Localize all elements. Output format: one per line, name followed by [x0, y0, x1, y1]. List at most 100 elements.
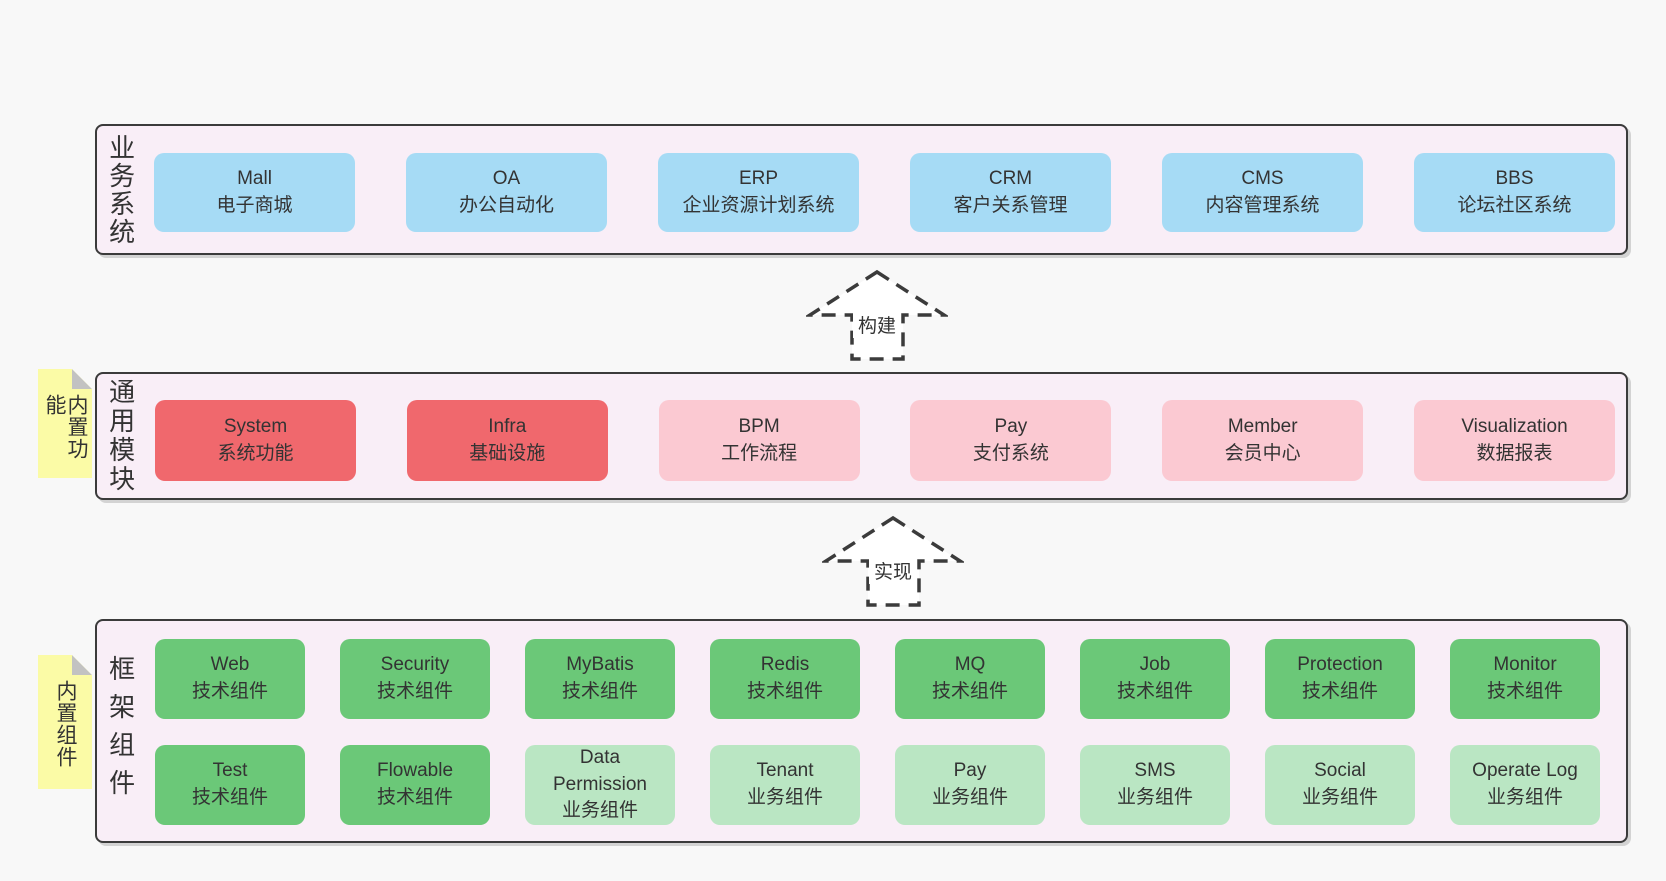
layer-label-business: 业务系统: [105, 133, 136, 246]
box-title: CRM: [988, 167, 1033, 189]
box-title: System: [223, 415, 288, 437]
box-subtitle: 技术组件: [931, 681, 1008, 702]
box-subtitle: 论坛社区系统: [1457, 194, 1572, 216]
box-flowable: Flowable 技术组件: [340, 745, 490, 825]
box-subtitle: 企业资源计划系统: [682, 194, 835, 216]
box-subtitle: 内容管理系统: [1205, 194, 1320, 216]
box-bpm: BPM 工作流程: [658, 400, 860, 481]
box-subtitle: 办公自动化: [458, 194, 554, 216]
box-title: Infra: [488, 415, 527, 437]
box-title: Redis: [760, 654, 810, 676]
folded-corner-icon: [72, 369, 92, 389]
layer-label-modules: 通用模块: [105, 378, 136, 494]
box-social: Social 业务组件: [1265, 745, 1415, 825]
box-subtitle: 系统功能: [217, 442, 294, 464]
box-title: MQ: [954, 654, 986, 676]
box-title: SMS: [1134, 760, 1176, 782]
box-title: Mall: [237, 167, 272, 189]
box-title: MyBatis: [566, 654, 634, 676]
box-bbs: BBS 论坛社区系统: [1414, 153, 1615, 232]
sticky-note-built-in-functions: 内置功能: [38, 369, 92, 478]
arrow-label-build: 构建: [852, 311, 902, 339]
business-systems-layer: 业务系统 Mall 电子商城 OA 办公自动化 ERP 企业资源计划系统 CRM…: [95, 124, 1628, 255]
box-subtitle: 客户关系管理: [953, 194, 1068, 216]
layer-label-components: 框架组件: [105, 655, 136, 807]
box-title: Tenant: [756, 760, 814, 782]
box-subtitle: 业务组件: [746, 787, 823, 808]
box-title: Monitor: [1493, 654, 1557, 676]
box-tenant: Tenant 业务组件: [710, 745, 860, 825]
box-monitor: Monitor 技术组件: [1450, 639, 1600, 719]
box-subtitle: 基础设施: [469, 442, 546, 464]
box-title: OA: [492, 167, 521, 189]
box-title: Web: [210, 654, 250, 676]
components-row-2: Test 技术组件 Flowable 技术组件 Data Permission …: [155, 745, 1600, 825]
business-boxes-row: Mall 电子商城 OA 办公自动化 ERP 企业资源计划系统 CRM 客户关系…: [154, 153, 1615, 232]
box-subtitle: 技术组件: [191, 787, 268, 808]
box-title: BBS: [1495, 167, 1534, 189]
box-protection: Protection 技术组件: [1265, 639, 1415, 719]
box-job: Job 技术组件: [1080, 639, 1230, 719]
box-pay: Pay 支付系统: [910, 400, 1112, 481]
sticky-note-built-in-components: 内置组件: [38, 655, 92, 789]
box-title: Security: [380, 654, 450, 676]
box-title: ERP: [738, 167, 779, 189]
box-title: Operate Log: [1472, 760, 1578, 782]
arrow-label-implement: 实现: [868, 557, 918, 585]
box-title: Pay: [994, 415, 1028, 437]
box-subtitle: 业务组件: [1486, 787, 1563, 808]
box-redis: Redis 技术组件: [710, 639, 860, 719]
box-mq: MQ 技术组件: [895, 639, 1045, 719]
box-erp: ERP 企业资源计划系统: [658, 153, 859, 232]
box-title: Protection: [1297, 654, 1383, 676]
box-title: Data Permission: [553, 746, 647, 795]
box-security: Security 技术组件: [340, 639, 490, 719]
box-data-permission: Data Permission 业务组件: [525, 745, 675, 825]
box-sms: SMS 业务组件: [1080, 745, 1230, 825]
sticky-note-text: 内置功能: [43, 394, 89, 460]
box-subtitle: 技术组件: [561, 681, 638, 702]
framework-components-layer: 框架组件 Web 技术组件 Security 技术组件 MyBatis 技术组件…: [95, 619, 1628, 843]
box-subtitle: 数据报表: [1476, 442, 1553, 464]
box-subtitle: 工作流程: [721, 442, 798, 464]
box-title: CMS: [1241, 167, 1284, 189]
box-title: Test: [212, 760, 248, 782]
box-oa: OA 办公自动化: [406, 153, 607, 232]
common-modules-layer: 通用模块 System 系统功能 Infra 基础设施 BPM 工作流程 Pay…: [95, 372, 1628, 500]
box-member: Member 会员中心: [1162, 400, 1364, 481]
implement-arrow: 实现: [822, 514, 964, 610]
box-subtitle: 支付系统: [972, 442, 1049, 464]
box-subtitle: 电子商城: [216, 194, 293, 216]
box-crm: CRM 客户关系管理: [910, 153, 1111, 232]
box-title: Flowable: [376, 760, 454, 782]
box-pay-business: Pay 业务组件: [895, 745, 1045, 825]
box-cms: CMS 内容管理系统: [1162, 153, 1363, 232]
box-infra: Infra 基础设施: [406, 400, 608, 481]
box-subtitle: 业务组件: [931, 787, 1008, 808]
box-mall: Mall 电子商城: [154, 153, 355, 232]
box-title: Job: [1139, 654, 1171, 676]
build-arrow: 构建: [806, 268, 948, 364]
box-subtitle: 技术组件: [376, 787, 453, 808]
box-title: Visualization: [1461, 415, 1568, 437]
folded-corner-icon: [72, 655, 92, 675]
box-visualization: Visualization 数据报表: [1413, 400, 1615, 481]
box-subtitle: 技术组件: [1116, 681, 1193, 702]
box-mybatis: MyBatis 技术组件: [525, 639, 675, 719]
box-subtitle: 会员中心: [1224, 442, 1301, 464]
box-subtitle: 业务组件: [1301, 787, 1378, 808]
box-operate-log: Operate Log 业务组件: [1450, 745, 1600, 825]
box-web: Web 技术组件: [155, 639, 305, 719]
box-system: System 系统功能: [155, 400, 356, 481]
box-subtitle: 业务组件: [1116, 787, 1193, 808]
box-title: BPM: [738, 415, 780, 437]
box-subtitle: 业务组件: [561, 800, 638, 822]
box-title: Member: [1227, 415, 1298, 437]
sticky-note-text: 内置组件: [54, 680, 78, 768]
box-subtitle: 技术组件: [746, 681, 823, 702]
box-title: Social: [1314, 760, 1366, 782]
modules-boxes-row: System 系统功能 Infra 基础设施 BPM 工作流程 Pay 支付系统…: [155, 400, 1615, 481]
box-subtitle: 技术组件: [191, 681, 268, 702]
box-subtitle: 技术组件: [376, 681, 453, 702]
